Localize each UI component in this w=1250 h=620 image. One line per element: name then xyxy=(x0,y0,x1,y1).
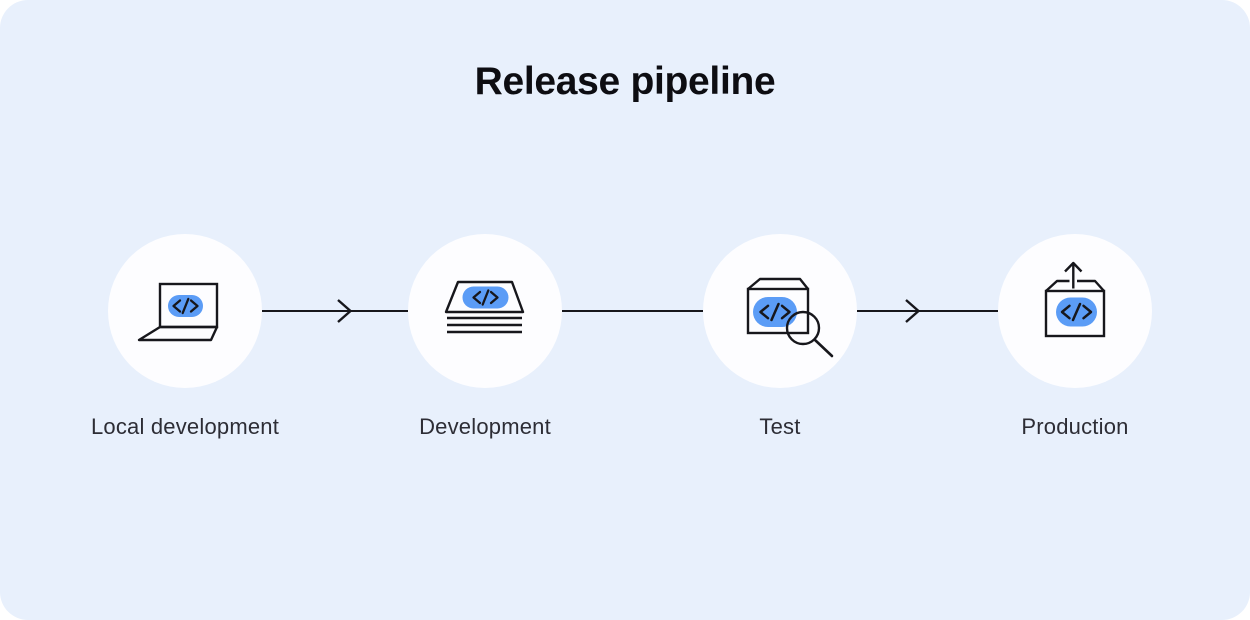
stage-label-local-development: Local development xyxy=(90,414,280,439)
stage-circle xyxy=(998,234,1152,388)
stage-local-development: Local development xyxy=(75,234,295,440)
stage-label-development: Development xyxy=(419,414,551,439)
stage-label-production: Production xyxy=(1021,414,1129,439)
stage-test: Test xyxy=(670,234,890,440)
stage-circle xyxy=(408,234,562,388)
package-magnifier-icon xyxy=(746,277,834,358)
stage-production: Production xyxy=(965,234,1185,440)
arrowhead-icon xyxy=(337,299,353,323)
stage-circle xyxy=(703,234,857,388)
stage-label-test: Test xyxy=(759,414,801,439)
package-upload-icon xyxy=(1044,261,1106,338)
diagram-title: Release pipeline xyxy=(474,60,776,103)
stage-development: Development xyxy=(375,234,595,440)
laptop-code-icon xyxy=(137,282,219,342)
server-stack-code-icon xyxy=(444,280,525,334)
stage-circle xyxy=(108,234,262,388)
arrowhead-icon xyxy=(905,299,921,323)
